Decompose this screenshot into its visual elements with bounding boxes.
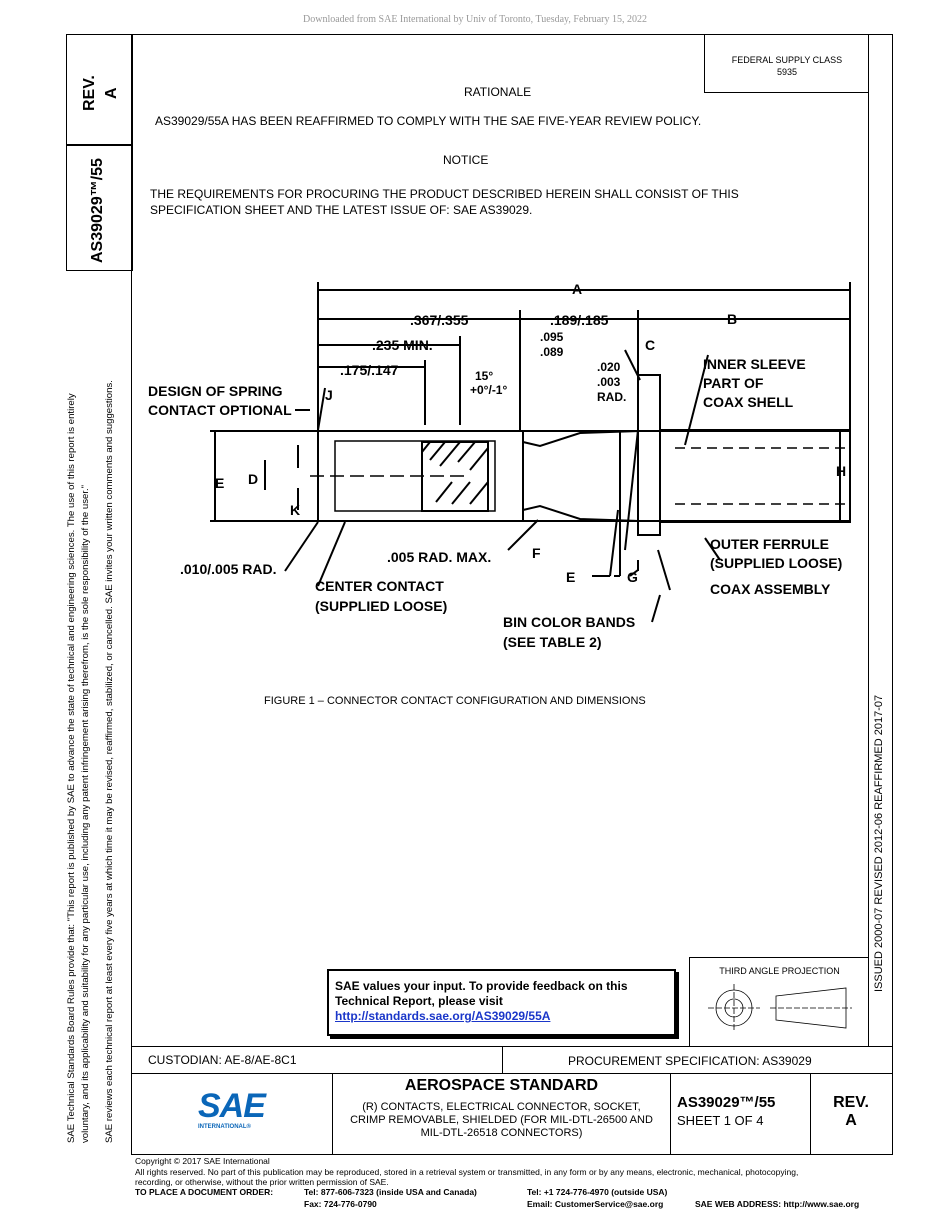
email: Email: CustomerService@sae.org [527, 1199, 664, 1209]
sae-logo-mark: SAE [198, 1087, 266, 1125]
third-angle-projection-icon [708, 984, 852, 1032]
dim-003: .003 [597, 375, 621, 389]
dim-g: G [627, 569, 638, 585]
rad-005: .005 RAD. MAX. [387, 549, 491, 565]
federal-supply-box: FEDERAL SUPPLY CLASS 5935 [704, 34, 869, 93]
rev-tab-label: REV. [81, 75, 98, 111]
sheet-rev-value: A [845, 1112, 857, 1129]
rev-tab-value: A [103, 87, 120, 99]
dim-d: D [248, 471, 258, 487]
notice-line-2: SPECIFICATION SHEET AND THE LATEST ISSUE… [150, 203, 533, 217]
projection-label: THIRD ANGLE PROJECTION [719, 966, 840, 976]
footer: Copyright © 2017 SAE International All r… [135, 1156, 798, 1188]
bin-color-1: BIN COLOR BANDS [503, 614, 635, 630]
dim-089: .089 [540, 345, 564, 359]
outer-ferrule-2: (SUPPLIED LOOSE) [710, 555, 842, 571]
projection-box: THIRD ANGLE PROJECTION [689, 957, 869, 1047]
standard-title: AEROSPACE STANDARD [404, 1077, 599, 1094]
download-note: Downloaded from SAE International by Uni… [303, 14, 647, 25]
sheet-block: AS39029™/55 SHEET 1 OF 4 [677, 1094, 775, 1128]
margin-text-2: voluntary, and its applicability and sui… [80, 484, 91, 1143]
sheet-doc-number: AS39029™/55 [677, 1094, 776, 1111]
dim-j: J [325, 387, 333, 403]
dim-095: .095 [540, 330, 564, 344]
inner-sleeve-3: COAX SHELL [703, 394, 794, 410]
spring-2: CONTACT OPTIONAL [148, 402, 292, 418]
federal-supply-label: FEDERAL SUPPLY CLASS [731, 55, 843, 65]
dim-e: E [215, 475, 224, 491]
custodian: CUSTODIAN: AE-8/AE-8C1 [148, 1053, 297, 1067]
copyright: Copyright © 2017 SAE International [135, 1156, 270, 1166]
notice-line-1: THE REQUIREMENTS FOR PROCURING THE PRODU… [150, 187, 739, 201]
dim-175: .175/.147 [340, 362, 399, 378]
bin-color-2: (SEE TABLE 2) [503, 634, 602, 650]
dim-k: K [290, 502, 300, 518]
figure-caption: FIGURE 1 – CONNECTOR CONTACT CONFIGURATI… [264, 695, 646, 707]
coax-assembly: COAX ASSEMBLY [710, 581, 831, 597]
standard-line-3: MIL-DTL-26518 CONNECTORS) [420, 1127, 583, 1139]
rationale-text: AS39029/55A HAS BEEN REAFFIRMED TO COMPL… [155, 114, 702, 128]
sheet-rev: REV. A [811, 1094, 891, 1130]
order-label: TO PLACE A DOCUMENT ORDER: [135, 1187, 274, 1197]
feedback-text: SAE values your input. To provide feedba… [335, 979, 628, 1008]
angle-tol: +0°/-1° [470, 383, 507, 397]
dim-235: .235 MIN. [372, 337, 433, 353]
sheet-rev-label: REV. [833, 1094, 869, 1111]
web-address: SAE WEB ADDRESS: http://www.sae.org [695, 1199, 860, 1209]
tel-us: Tel: 877-606-7323 (inside USA and Canada… [304, 1187, 477, 1197]
rights-line-2: recording, or otherwise, without the pri… [135, 1177, 389, 1187]
rationale-heading: RATIONALE [464, 85, 532, 99]
dim-020: .020 [597, 360, 621, 374]
connector-contact-drawing: A B C D E F G H J K E .367/.355 .189/.18… [148, 281, 851, 650]
sae-logo: SAE INTERNATIONAL® [198, 1087, 268, 1130]
dim-f: F [532, 545, 541, 561]
dim-189: .189/.185 [550, 312, 609, 328]
rad-010: .010/.005 RAD. [180, 561, 277, 577]
outer-ferrule-1: OUTER FERRULE [710, 536, 829, 552]
dim-b: B [727, 311, 737, 327]
feedback-box: SAE values your input. To provide feedba… [327, 969, 676, 1036]
rev-tab: REV. A [66, 34, 133, 146]
doc-number-tab-text: AS39029™/55 [89, 158, 106, 263]
dim-a: A [572, 281, 582, 297]
rights-line-1: All rights reserved. No part of this pub… [135, 1166, 799, 1177]
standard-line-2: CRIMP REMOVABLE, SHIELDED (FOR MIL-DTL-2… [350, 1114, 653, 1126]
sae-logo-sub: INTERNATIONAL® [198, 1124, 251, 1130]
feedback-link[interactable]: http://standards.sae.org/AS39029/55A [335, 1009, 551, 1023]
standard-block: AEROSPACE STANDARD (R) CONTACTS, ELECTRI… [333, 1077, 670, 1140]
federal-supply-value: 5935 [776, 67, 798, 77]
inner-sleeve-1: INNER SLEEVE [703, 356, 806, 372]
standard-line-1: (R) CONTACTS, ELECTRICAL CONNECTOR, SOCK… [362, 1101, 641, 1113]
margin-text-1: SAE Technical Standards Board Rules prov… [66, 393, 77, 1143]
center-contact-1: CENTER CONTACT [315, 578, 444, 594]
dim-h: H [836, 463, 846, 479]
inner-sleeve-2: PART OF [703, 375, 764, 391]
tel-intl: Tel: +1 724-776-4970 (outside USA) [527, 1187, 668, 1197]
procurement-spec: PROCUREMENT SPECIFICATION: AS39029 [568, 1054, 812, 1068]
angle-15: 15° [475, 369, 493, 383]
issue-dates: ISSUED 2000-07 REVISED 2012-06 REAFFIRME… [873, 694, 885, 992]
center-contact-2: (SUPPLIED LOOSE) [315, 598, 447, 614]
fax: Fax: 724-776-0790 [304, 1199, 377, 1209]
dim-rad: RAD. [597, 390, 626, 404]
sheet-number: SHEET 1 OF 4 [677, 1113, 764, 1128]
dim-e2: E [566, 569, 575, 585]
doc-number-tab: AS39029™/55 [66, 144, 133, 271]
dim-c: C [645, 337, 655, 353]
dim-367: .367/.355 [410, 312, 469, 328]
spring-1: DESIGN OF SPRING [148, 383, 283, 399]
margin-text-3: SAE reviews each technical report at lea… [104, 380, 115, 1143]
main-frame [131, 34, 893, 1155]
notice-heading: NOTICE [443, 153, 489, 167]
